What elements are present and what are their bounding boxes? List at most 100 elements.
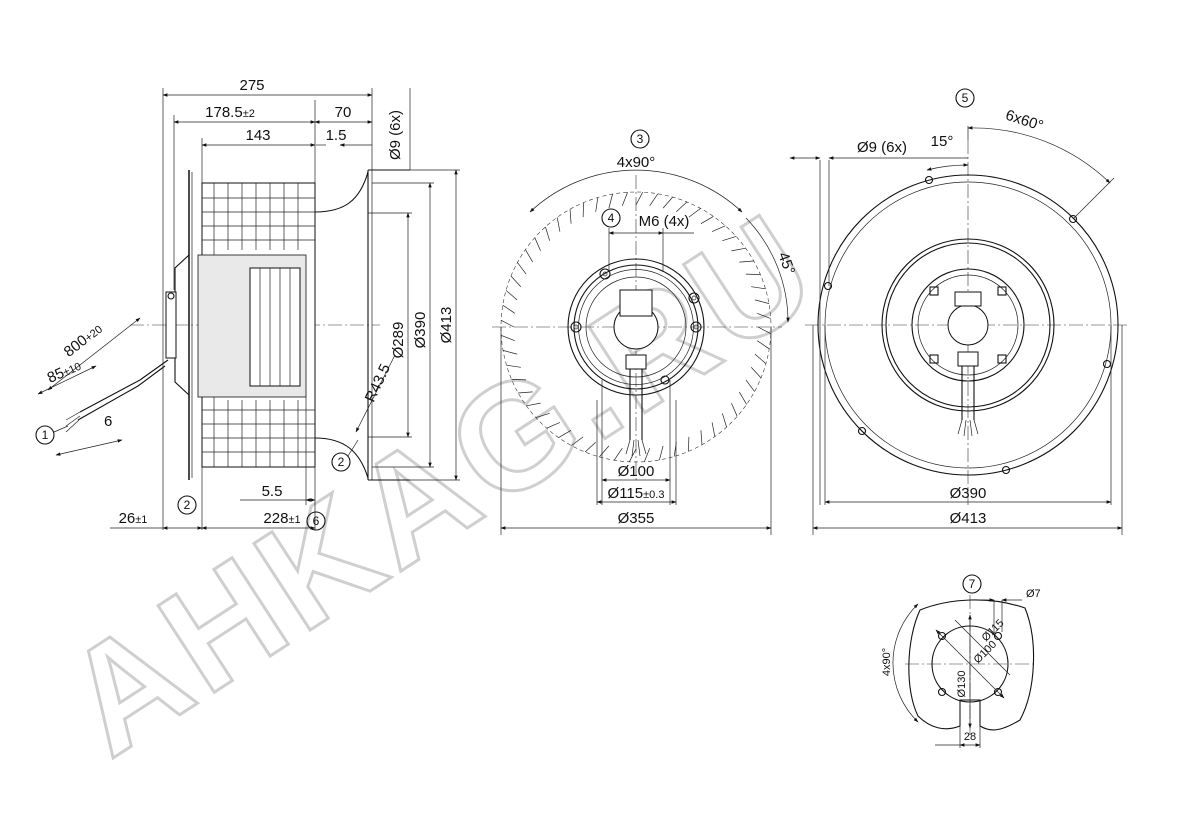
blade-mark [757, 326, 771, 335]
blade-mark [721, 413, 727, 428]
rear-holes-label: Ø9 (6x) [857, 139, 907, 156]
blade-mark [525, 249, 534, 263]
blade-mark [582, 202, 584, 218]
blade-mark [571, 436, 584, 446]
length-143-label: 143 [245, 127, 270, 144]
blade-mark [754, 299, 770, 304]
blade-mark [628, 448, 637, 462]
blade-mark [501, 319, 515, 328]
svg-text:3: 3 [637, 132, 644, 146]
detail-dia-7-label: Ø7 [1026, 588, 1041, 600]
impeller-vanes [202, 183, 315, 467]
rear-dia-413-label: Ø413 [950, 510, 987, 527]
blade-mark [662, 196, 673, 209]
blade-mark [621, 192, 628, 206]
callout-2-bottom: 2 [177, 495, 197, 515]
strip-end-label: 6 [104, 413, 112, 430]
dia-355-label: Ø355 [618, 510, 655, 527]
blade-mark [526, 402, 541, 407]
blade-mark [731, 402, 738, 417]
blade-mark [502, 350, 518, 355]
callout-2-right: 2 [331, 439, 359, 472]
blade-mark [700, 216, 714, 225]
blade-mark [584, 441, 596, 453]
cable-length-label: 800+20 [61, 320, 106, 360]
blade-mark [595, 197, 599, 212]
blade-mark [535, 412, 550, 418]
angle-4x90-label: 4x90° [617, 154, 656, 171]
callout-7: 7 [962, 574, 982, 594]
callout-3: 3 [630, 129, 650, 149]
blade-mark [739, 260, 754, 263]
svg-text:2: 2 [184, 498, 191, 512]
blade-mark [731, 247, 746, 252]
side-view: 275 178.5±2 70 143 1.5 Ø9 (6x) Ø289 Ø390… [35, 77, 460, 531]
blade-mark [517, 262, 527, 275]
thread-label: M6 (4x) [639, 213, 690, 230]
svg-text:1: 1 [42, 428, 49, 442]
detail-view: Ø115 Ø100 Ø7 4x90° Ø130 28 7 [881, 574, 1041, 748]
angle-45-label: 45° [774, 250, 798, 277]
dia-390-label: Ø390 [412, 312, 429, 349]
blade-mark [649, 193, 659, 206]
angle-6x60-label: 6x60° [1003, 107, 1045, 135]
blade-mark [608, 193, 613, 209]
impeller-blade-marks [501, 192, 771, 462]
blade-mark [518, 391, 533, 394]
svg-text:5: 5 [962, 91, 969, 105]
holes-label: Ø9 (6x) [387, 110, 404, 160]
length-178-label: 178.5±2 [205, 104, 255, 121]
blade-mark [644, 448, 651, 462]
blade-mark [676, 201, 688, 213]
blade-mark [754, 353, 767, 364]
dia-413-label: Ø413 [438, 307, 455, 344]
svg-text:2: 2 [338, 455, 345, 469]
blade-mark [745, 273, 761, 275]
blade-mark [510, 275, 522, 287]
blade-mark [501, 335, 515, 342]
blade-mark [738, 391, 747, 405]
depth-label: 228±1 [263, 510, 300, 527]
blade-mark [659, 445, 664, 461]
blade-mark [502, 304, 515, 314]
blade-mark [546, 422, 561, 429]
blade-mark [745, 379, 755, 392]
detail-dia-115-label: Ø115 [980, 617, 1007, 644]
watermark: AHKAG.RU [34, 178, 847, 788]
blade-mark [711, 225, 726, 232]
blade-mark [757, 340, 770, 350]
blade-mark [751, 286, 766, 290]
blade-mark [700, 430, 703, 445]
radius-label: R43.5 [362, 361, 394, 404]
length-1-5-label: 1.5 [326, 127, 347, 144]
callout-6: 6 [306, 511, 326, 531]
callout-5: 5 [955, 88, 975, 108]
angle-15-label: 15° [931, 133, 954, 150]
blade-mark [556, 217, 561, 232]
blade-mark [511, 379, 527, 381]
blade-mark [599, 445, 610, 458]
watermark-text: AHKAG.RU [36, 180, 846, 787]
blade-mark [750, 367, 762, 379]
blade-mark [722, 236, 737, 242]
blade-mark [613, 448, 623, 461]
blade-mark [711, 422, 716, 437]
dia-115-label: Ø115±0.3 [608, 485, 665, 502]
callout-4: 4 [601, 208, 621, 228]
detail-angle-label: 4x90° [881, 648, 893, 676]
blade-mark [569, 209, 572, 224]
rear-dia-390-label: Ø390 [950, 485, 987, 502]
svg-text:7: 7 [969, 577, 976, 591]
length-70-label: 70 [335, 104, 352, 121]
detail-dia-100-label: Ø100 [972, 639, 1000, 667]
svg-text:6: 6 [313, 514, 320, 528]
rear-view: Ø9 (6x) 15° 6x60° Ø390 Ø413 5 [789, 88, 1130, 535]
dia-100-label: Ø100 [618, 463, 655, 480]
blade-mark [505, 290, 518, 301]
blade-mark [558, 429, 572, 438]
front-label: 26±1 [119, 510, 148, 527]
dia-289-label: Ø289 [390, 322, 407, 359]
gap-label: 5.5 [262, 483, 283, 500]
blade-mark [506, 364, 521, 368]
